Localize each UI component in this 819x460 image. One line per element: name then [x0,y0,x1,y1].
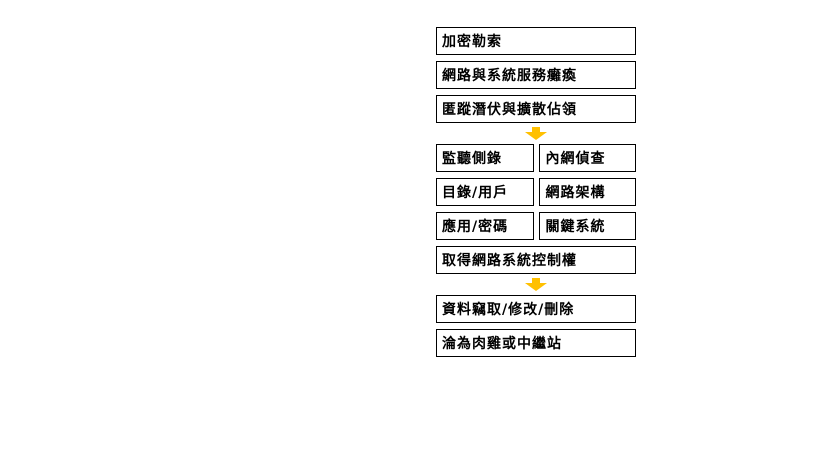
flow-box-gain-control: 取得網路系統控制權 [436,246,636,274]
flow-box-label: 加密勒索 [442,34,502,50]
flow-box-label: 關鍵系統 [545,219,606,235]
flow-box-label: 內網偵查 [545,151,606,167]
flow-box-stealth-spread: 匿蹤潛伏與擴散佔領 [436,95,636,123]
flow-box-label: 匿蹤潛伏與擴散佔領 [442,102,577,118]
flow-box-service-paralysis: 網路與系統服務癱瘓 [436,61,636,89]
flow-box-data-theft: 資料竊取/修改/刪除 [436,295,636,323]
flow-box-label: 淪為肉雞或中繼站 [442,336,562,352]
flow-box-label: 應用/密碼 [442,219,509,235]
flow-box-label: 目錄/用戶 [442,185,509,201]
flow-box-directory-users: 目錄/用戶 [436,178,535,206]
flow-box-eavesdropping: 監聽側錄 [436,144,535,172]
down-arrow-icon [525,278,547,291]
flow-box-label: 監聽側錄 [442,151,502,167]
flow-box-critical-systems: 關鍵系統 [539,212,636,240]
flow-box-label: 網路與系統服務癱瘓 [442,68,577,84]
flow-box-zombie-relay: 淪為肉雞或中繼站 [436,329,636,357]
flow-box-intranet-recon: 內網偵查 [539,144,636,172]
flow-box-label: 資料竊取/修改/刪除 [442,302,575,318]
flow-box-label: 取得網路系統控制權 [442,253,577,269]
flow-box-label: 網路架構 [545,185,606,201]
down-arrow-icon [525,127,547,140]
flow-box-ransomware: 加密勒索 [436,27,636,55]
arrow-container [436,278,636,291]
flow-box-network-architecture: 網路架構 [539,178,636,206]
recon-grid-row: 目錄/用戶 網路架構 [436,178,636,206]
recon-grid-row: 監聽側錄 內網偵查 [436,144,636,172]
recon-grid-row: 應用/密碼 關鍵系統 [436,212,636,240]
flow-box-apps-passwords: 應用/密碼 [436,212,535,240]
arrow-container [436,127,636,140]
attack-flow-diagram: 加密勒索 網路與系統服務癱瘓 匿蹤潛伏與擴散佔領 監聽側錄 內網偵查 目錄/用戶 [436,27,636,357]
